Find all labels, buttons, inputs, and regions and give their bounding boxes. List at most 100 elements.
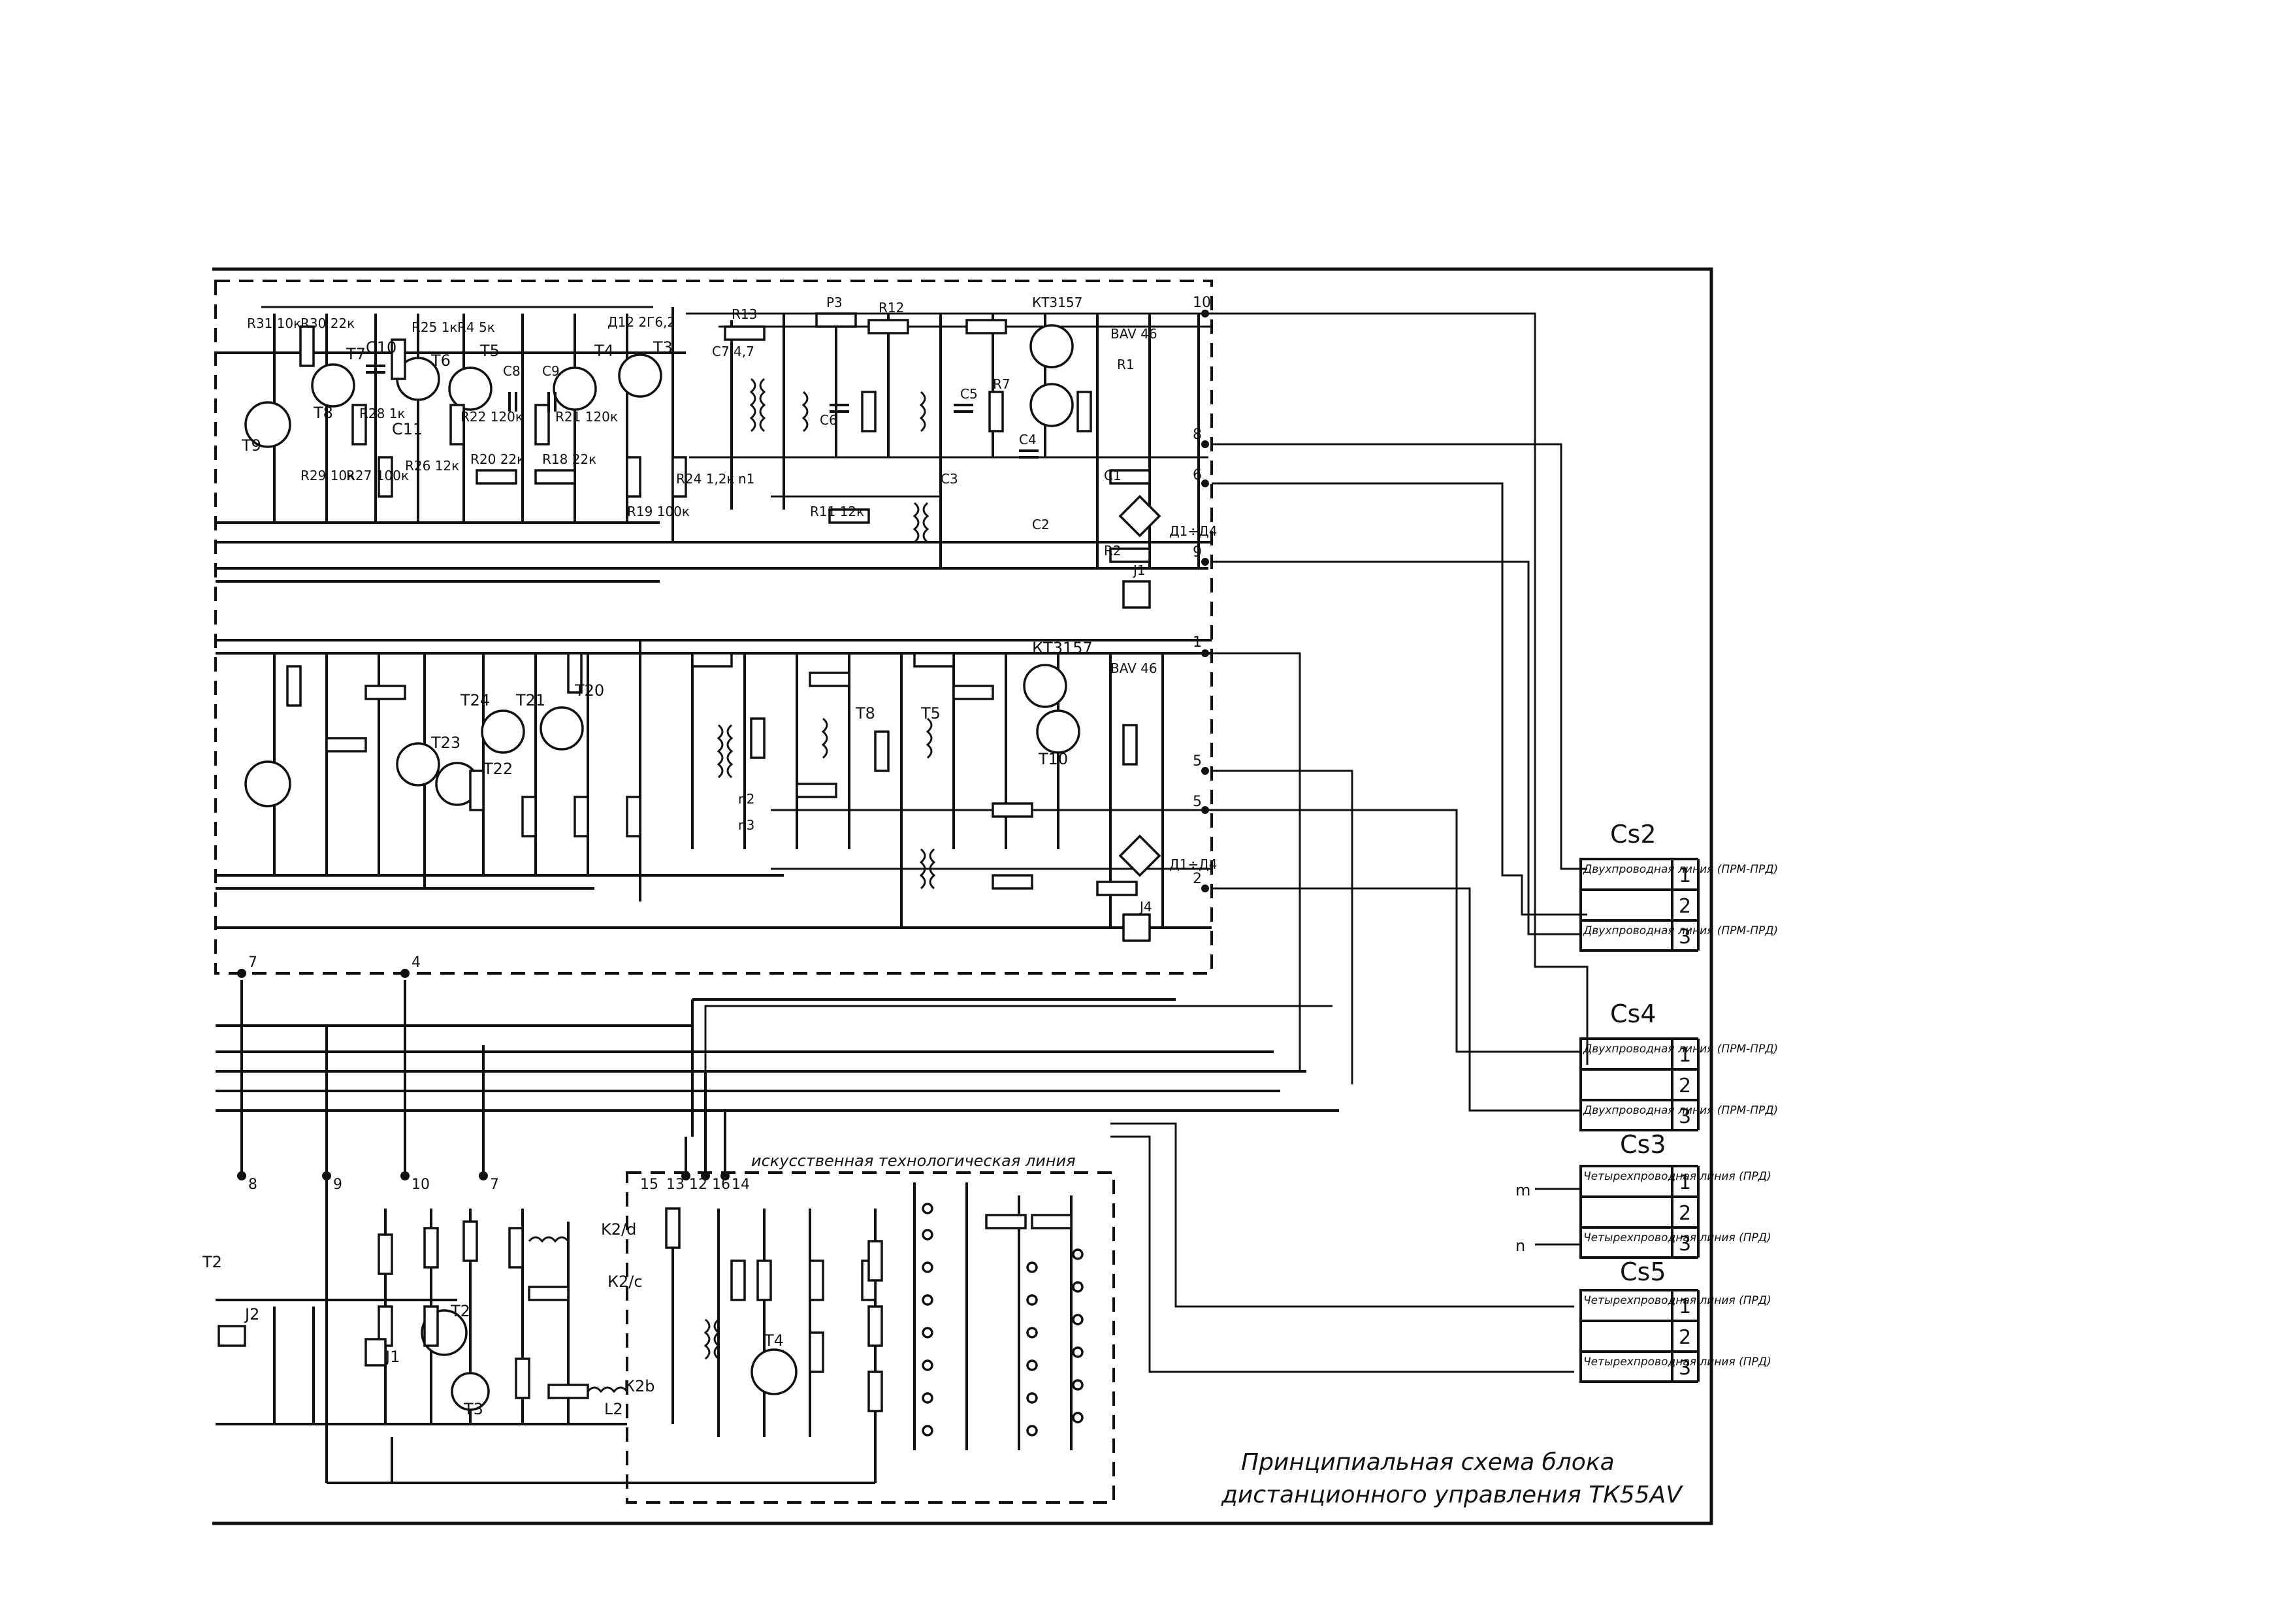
node-15: 15 (640, 1177, 658, 1193)
mark-m: m (1515, 1181, 1530, 1199)
label-K2b: К2b (624, 1377, 655, 1395)
label-R30: R30 22к (300, 316, 355, 331)
label-K2d: K2/d (601, 1220, 636, 1239)
label-C7: С7 4,7 (712, 344, 754, 359)
routing-wires (704, 312, 1589, 1373)
node-2: 2 (1193, 871, 1202, 887)
cs4-pin3: 3 (1679, 1105, 1691, 1128)
label-D1-4: Д1÷Д4 (1169, 523, 1217, 539)
label-T20: Т20 (574, 681, 604, 700)
upper-channel: R31 10к R30 22к Т7 Т8 Т9 С10 С11 R25 1к … (216, 295, 1217, 609)
caption-line1: Принципиальная схема блока (1241, 1449, 1615, 1476)
label-R31: R31 10к (247, 316, 301, 331)
cs4-pin3-desc: Двухпроводная линия (ПРМ-ПРД) (1583, 1104, 1778, 1117)
node-9: 9 (1193, 544, 1202, 560)
cs2-title: Cs2 (1610, 820, 1656, 849)
label-T8-b: Т8 (855, 704, 875, 723)
label-R19: R19 100к (627, 504, 690, 519)
label-K2c: К2/с (607, 1273, 643, 1291)
label-R11: R11 12к (810, 504, 864, 519)
label-R25: R25 1к (412, 319, 458, 335)
label-T6: Т6 (430, 351, 451, 370)
label-R2: R2 (1104, 543, 1122, 559)
node-14: 14 (732, 1177, 750, 1193)
label-T5: Т5 (479, 342, 500, 360)
cs4-pin1: 1 (1679, 1044, 1691, 1067)
label-C1: С1 (1104, 468, 1122, 483)
label-D1-4-b: Д1÷Д4 (1169, 856, 1217, 872)
cs2-pin2: 2 (1679, 895, 1691, 918)
connector-cs4: Cs4 Двухпроводная линия (ПРМ-ПРД) Двухпр… (1579, 999, 1778, 1131)
label-T1: КТ3157 (1032, 295, 1082, 310)
label-C6: С6 (820, 412, 837, 428)
label-R22: R22 120к (460, 409, 523, 425)
cs3-pin3-desc: Четырехпроводная линия (ПРД) (1583, 1231, 1771, 1244)
cs3-pin3: 3 (1679, 1233, 1691, 1256)
label-R24: R24 1,2к (676, 471, 735, 487)
label-n1: n1 (738, 471, 754, 487)
node-8-bottom: 8 (248, 1177, 257, 1193)
label-J4: J4 (1139, 899, 1152, 915)
connector-cs5: Cs5 Четырехпроводная линия (ПРД) Четырех… (1579, 1258, 1771, 1383)
artificial-line-label: искусственная технологическая линия (751, 1152, 1076, 1170)
mark-n: n (1515, 1237, 1525, 1255)
label-C2: С2 (1032, 517, 1050, 532)
caption-line2: дистанционного управления ТК55АV (1221, 1482, 1683, 1508)
label-T24: Т24 (460, 691, 490, 709)
cs2-pin1: 1 (1679, 864, 1691, 887)
cs3-title: Cs3 (1620, 1130, 1666, 1159)
label-J1: J1 (1132, 562, 1146, 578)
label-C5: С5 (960, 386, 978, 402)
label-R28: R28 1к (359, 406, 406, 421)
label-T10: Т10 (1038, 750, 1068, 768)
node-13: 13 (666, 1177, 685, 1193)
label-D12: Д12 2Г6,2 (607, 314, 675, 330)
cs2-pin3-desc: Двухпроводная линия (ПРМ-ПРД) (1583, 924, 1778, 937)
node-8: 8 (1193, 427, 1202, 443)
label-C10: С10 (366, 338, 396, 357)
connector-cs2: Cs2 Двухпроводная линия (ПРМ-ПРД) Двухпр… (1579, 820, 1778, 952)
bus-wires: 7 4 8 9 10 7 15 13 12 16 14 искусственна… (216, 954, 1339, 1193)
label-C9: С9 (542, 363, 560, 379)
label-R4: R4 5к (457, 319, 495, 335)
bottom-block: Т2 J2 J1 Т2 Т3 K2/d К2/с К2b L2 Т4 (202, 1176, 1084, 1484)
label-n3: n3 (738, 817, 754, 833)
node-7-bottom: 7 (490, 1177, 499, 1193)
cs3-pin1: 1 (1679, 1171, 1691, 1194)
node-10-bottom: 10 (412, 1177, 430, 1193)
label-T4-b: Т4 (764, 1331, 784, 1350)
label-R27: R27 100к (346, 468, 409, 483)
cs2-pin3: 3 (1679, 926, 1691, 949)
node-12: 12 (689, 1177, 707, 1193)
cs3-pin1-desc: Четырехпроводная линия (ПРД) (1583, 1170, 1771, 1183)
label-T8: Т8 (313, 404, 333, 422)
cs4-title: Cs4 (1610, 999, 1656, 1028)
cs3-pin2: 2 (1679, 1202, 1691, 1225)
label-R7: R7 (993, 376, 1010, 392)
label-R21: R21 120к (555, 409, 618, 425)
label-T2: Т2 (450, 1302, 470, 1320)
label-T5-b: Т5 (920, 704, 941, 723)
node-10: 10 (1193, 295, 1211, 311)
cs2-pin1-desc: Двухпроводная линия (ПРМ-ПРД) (1583, 863, 1778, 876)
node-5b: 5 (1193, 794, 1202, 810)
lower-channel: Т24 Т23 Т22 Т21 Т20 Т8 Т5 КТ3157 Т10 BAV… (216, 634, 1217, 942)
label-L2: L2 (604, 1400, 623, 1418)
node-4: 4 (412, 954, 421, 971)
outer-frame (212, 267, 1713, 1525)
label-R26: R26 12к (405, 458, 459, 474)
node-1: 1 (1193, 634, 1202, 651)
label-BAV46-b: BAV 46 (1110, 660, 1157, 676)
cs5-pin1: 1 (1679, 1295, 1691, 1318)
node-6: 6 (1193, 467, 1202, 483)
cs5-title: Cs5 (1620, 1258, 1666, 1286)
switch-array (922, 1203, 1084, 1437)
label-R29: R29 10к (300, 468, 355, 483)
label-C4: С4 (1019, 432, 1037, 447)
diagram-caption: Принципиальная схема блока дистанционног… (1221, 1449, 1683, 1508)
label-C11: С11 (392, 420, 423, 438)
label-T23: Т23 (430, 734, 460, 752)
cs4-pin1-desc: Двухпроводная линия (ПРМ-ПРД) (1583, 1043, 1778, 1056)
label-T3: Т3 (653, 338, 673, 357)
